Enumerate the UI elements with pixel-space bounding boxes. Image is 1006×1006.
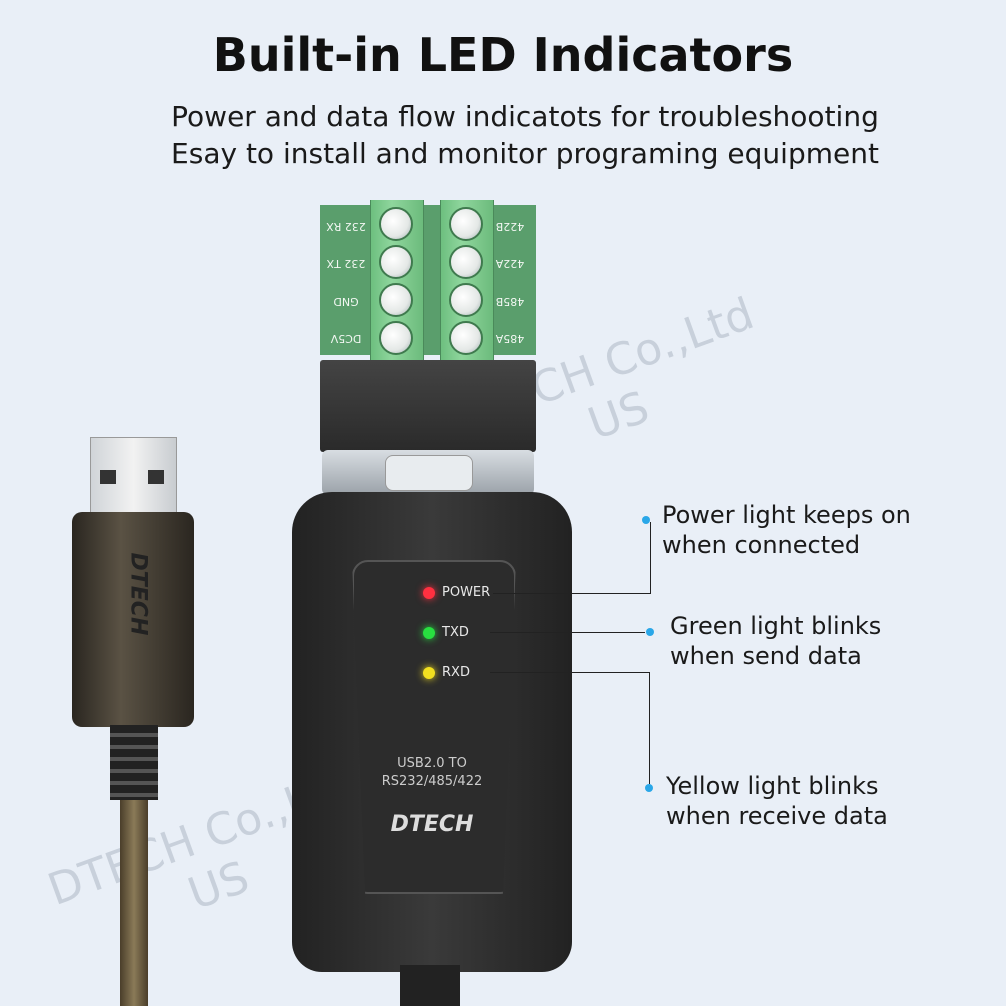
db9-port [385,455,473,491]
terminal-label: GND [333,295,359,308]
terminal-screw-icon [379,283,413,317]
led-label-rxd: RXD [442,665,470,680]
db9-shell [320,360,536,452]
usb-plug-housing [72,512,194,727]
usb-brand-logo: DTECH [125,552,151,636]
usb-cable [120,800,148,1006]
title: Built-in LED Indicators [212,28,794,82]
terminal-screw-icon [379,207,413,241]
led-label-txd: TXD [442,625,469,640]
terminal-label: 422A [495,257,525,270]
terminal-screw-icon [449,283,483,317]
led-label-power: POWER [442,585,491,600]
subtitle-1: Power and data flow indicatots for troub… [171,100,879,133]
terminal-screw-icon [449,321,483,355]
terminal-screw-icon [449,245,483,279]
txd-led-icon [423,627,435,639]
power-led-icon [423,587,435,599]
terminal-screw-icon [379,245,413,279]
callout-dot [645,784,653,792]
terminal-label: 232 RX [326,220,366,233]
strain-relief [110,725,158,800]
terminal-label: 485B [495,295,525,308]
terminal-label: DC5V [330,332,362,345]
callout-dot [646,628,654,636]
rxd-led-icon [423,667,435,679]
terminal-screw-icon [379,321,413,355]
cable-end [400,965,460,1006]
subtitle-2: Esay to install and monitor programing e… [171,137,879,170]
terminal-label: 485A [495,332,525,345]
terminal-plate [320,205,536,355]
callout-dot [642,516,650,524]
terminal-label: 232 TX [326,257,366,270]
brand-logo: DTECH [390,812,474,837]
adapter-panel [352,560,516,894]
terminal-label: 422B [495,220,525,233]
terminal-screw-icon [449,207,483,241]
